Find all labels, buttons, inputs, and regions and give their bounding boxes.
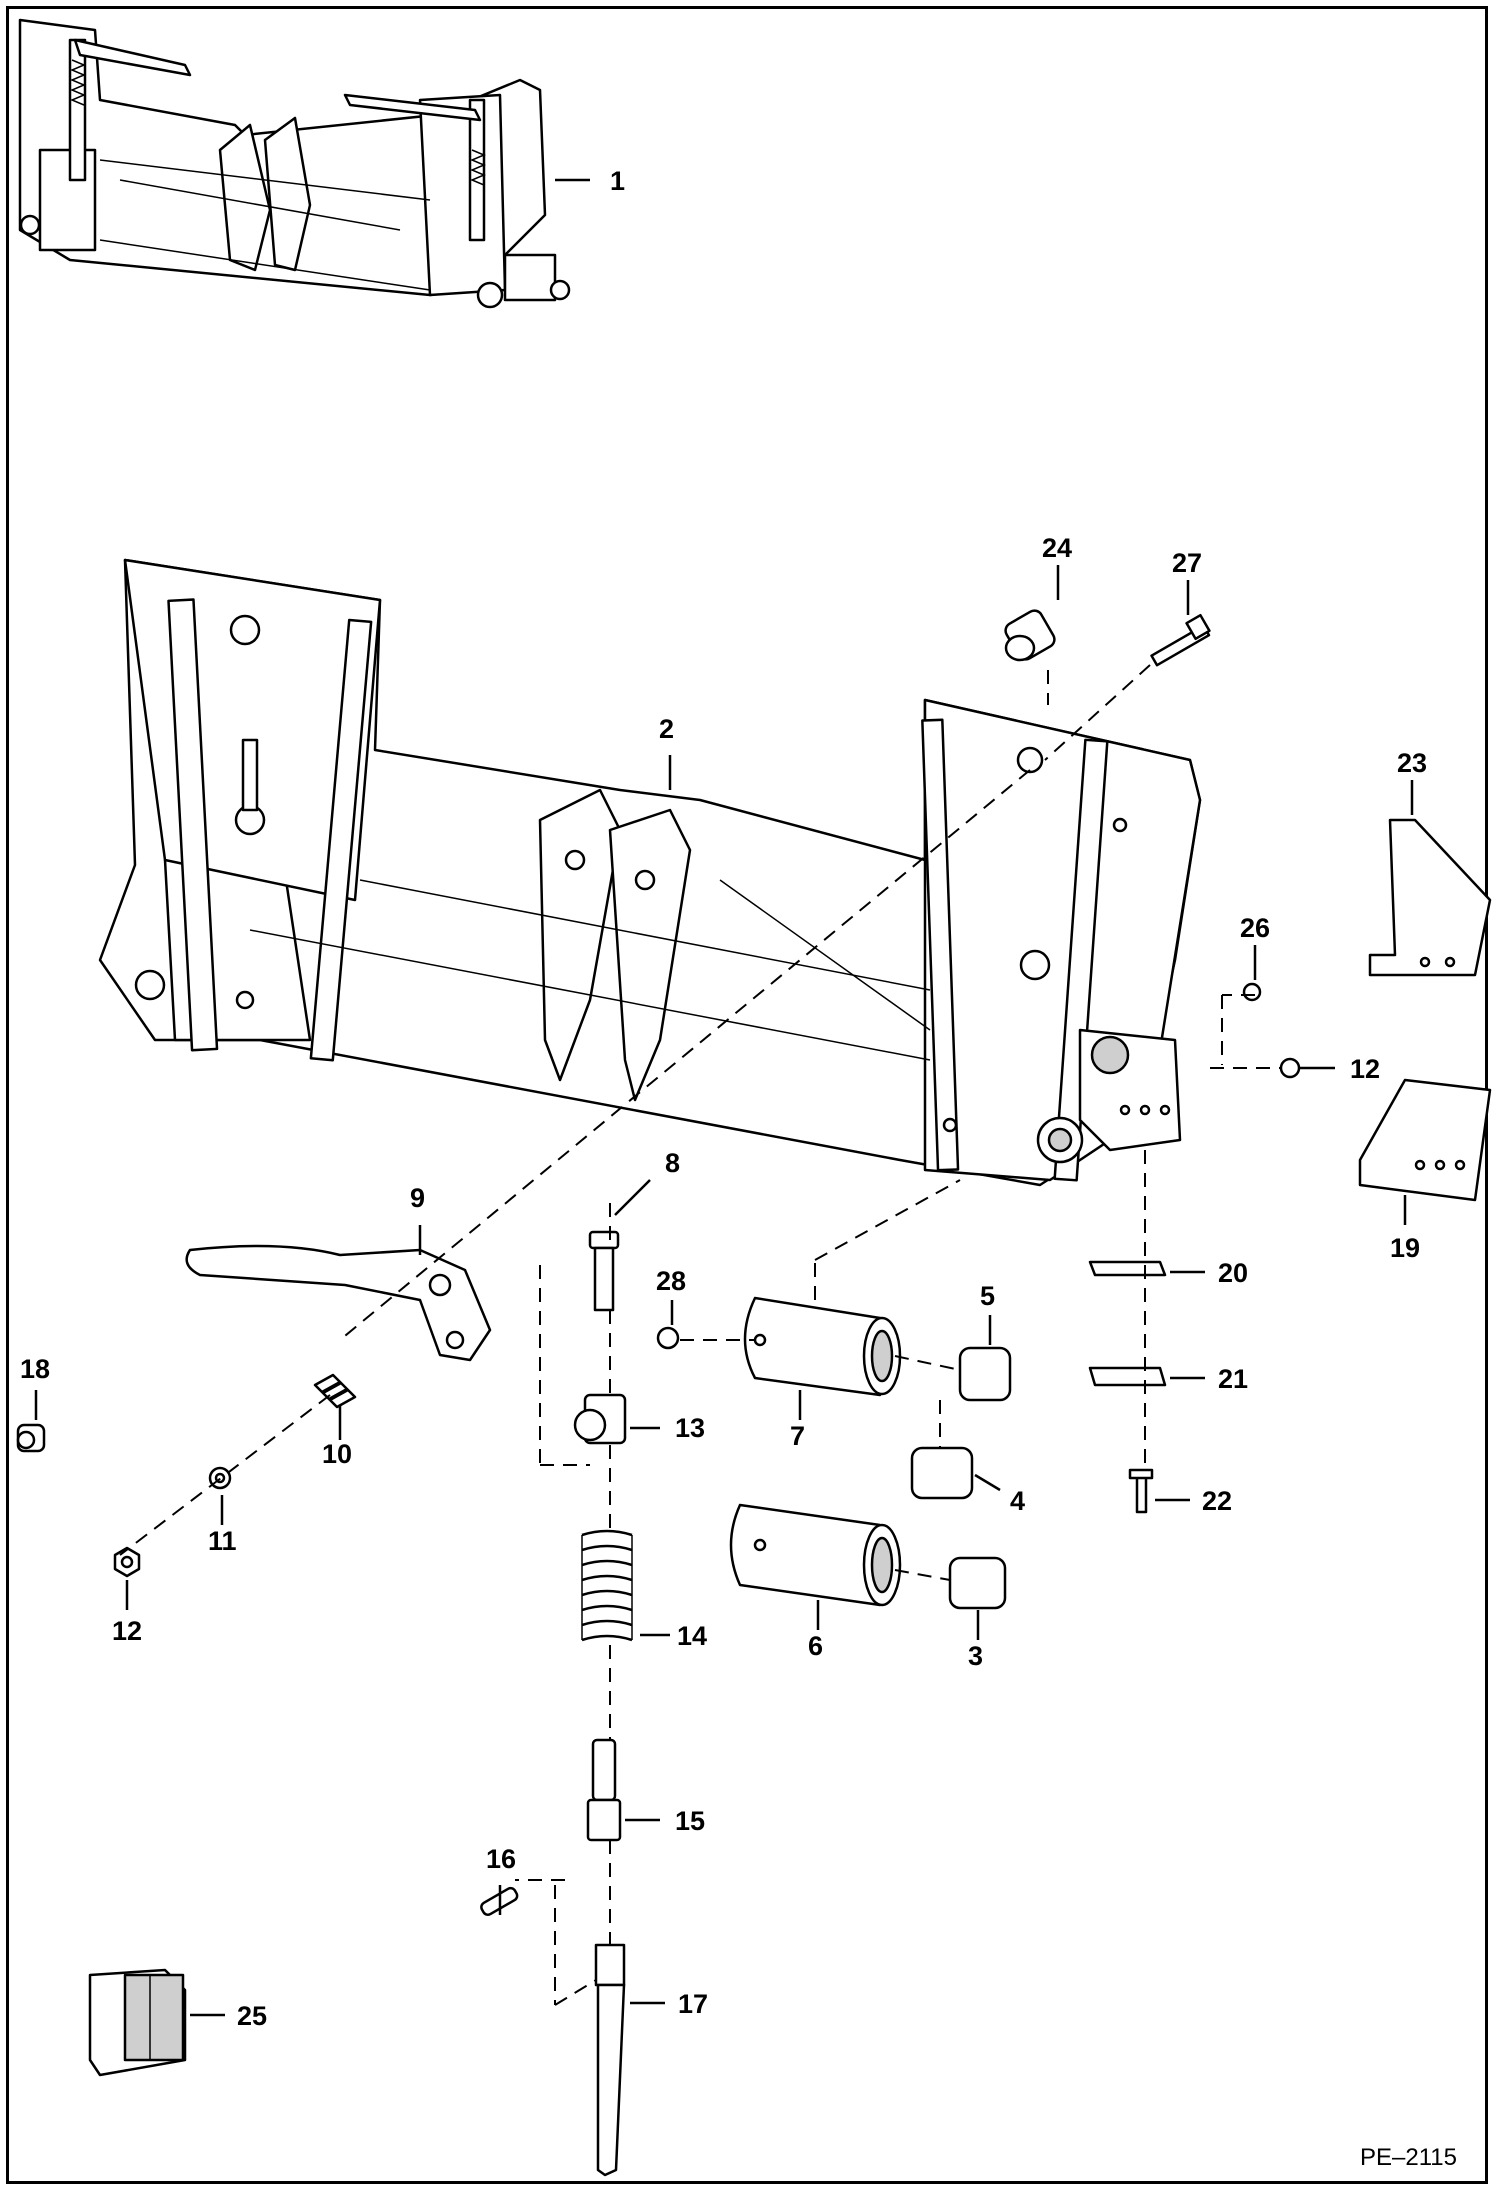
callout-26: 26	[1240, 913, 1270, 943]
part-17-handle-rod	[594, 1943, 626, 2177]
callout-9: 9	[410, 1183, 425, 1213]
part-14-spring	[581, 1529, 633, 1642]
part-12-nut-right	[1279, 1057, 1301, 1079]
callout-5: 5	[980, 1281, 995, 1311]
part-24-bushing	[1004, 609, 1056, 662]
part-6-sleeve	[729, 1503, 902, 1607]
part-5-bushing	[958, 1346, 1012, 1402]
callout-14: 14	[677, 1621, 707, 1651]
callout-25: 25	[237, 2001, 267, 2031]
part-25-decal-pack	[88, 1968, 187, 2077]
part-23-guard-plate	[1368, 818, 1492, 977]
callout-3: 3	[968, 1641, 983, 1671]
drawing-code: PE–2115	[1360, 2144, 1457, 2171]
callout-10: 10	[322, 1439, 352, 1469]
part-3-bushing	[948, 1556, 1007, 1610]
callout-11: 11	[208, 1526, 237, 1556]
callout-13: 13	[675, 1413, 705, 1443]
assembly-lines	[119, 664, 1282, 2006]
part-12-nut-left	[113, 1546, 141, 1578]
part-1-attachment-assembly	[18, 18, 571, 309]
leader-lines	[34, 178, 1414, 2017]
part-27-bolt	[1150, 613, 1211, 667]
callout-12-left: 12	[112, 1616, 142, 1646]
part-7-sleeve	[743, 1296, 902, 1397]
callout-6: 6	[808, 1631, 823, 1661]
part-28-nut	[656, 1326, 680, 1350]
callout-8: 8	[665, 1148, 680, 1178]
callout-12-right: 12	[1350, 1054, 1380, 1084]
callout-21: 21	[1218, 1364, 1248, 1394]
part-13-clamp	[573, 1393, 627, 1445]
callout-16: 16	[486, 1844, 516, 1874]
callout-19: 19	[1390, 1233, 1420, 1263]
callout-17: 17	[678, 1989, 708, 2019]
callout-24: 24	[1042, 533, 1072, 563]
callout-23: 23	[1397, 748, 1427, 778]
part-20-plate	[1088, 1260, 1167, 1277]
callout-2: 2	[659, 714, 674, 744]
part-18-bushing	[16, 1423, 46, 1453]
callout-1: 1	[610, 166, 625, 196]
part-8-pin	[588, 1230, 620, 1312]
part-26-nut	[1242, 982, 1262, 1002]
callout-7: 7	[790, 1421, 805, 1451]
callout-22: 22	[1202, 1486, 1232, 1516]
part-21-plate	[1088, 1366, 1167, 1387]
callout-28: 28	[656, 1266, 686, 1296]
callout-15: 15	[675, 1806, 705, 1836]
callout-18: 18	[20, 1354, 50, 1384]
callout-27: 27	[1172, 548, 1202, 578]
callout-labels: 1 2 3 4 5 6 7 8 9 10 11 12 12 13 14 15 1…	[20, 166, 1427, 2031]
part-4-bushing	[910, 1446, 974, 1500]
part-2-main-frame	[98, 558, 1202, 1187]
part-22-screw	[1128, 1468, 1154, 1514]
part-9-handle-lever	[185, 1244, 492, 1362]
callout-4: 4	[1010, 1486, 1025, 1516]
part-19-block	[1358, 1078, 1492, 1202]
part-15-rod-end	[586, 1738, 622, 1842]
callout-20: 20	[1218, 1258, 1248, 1288]
